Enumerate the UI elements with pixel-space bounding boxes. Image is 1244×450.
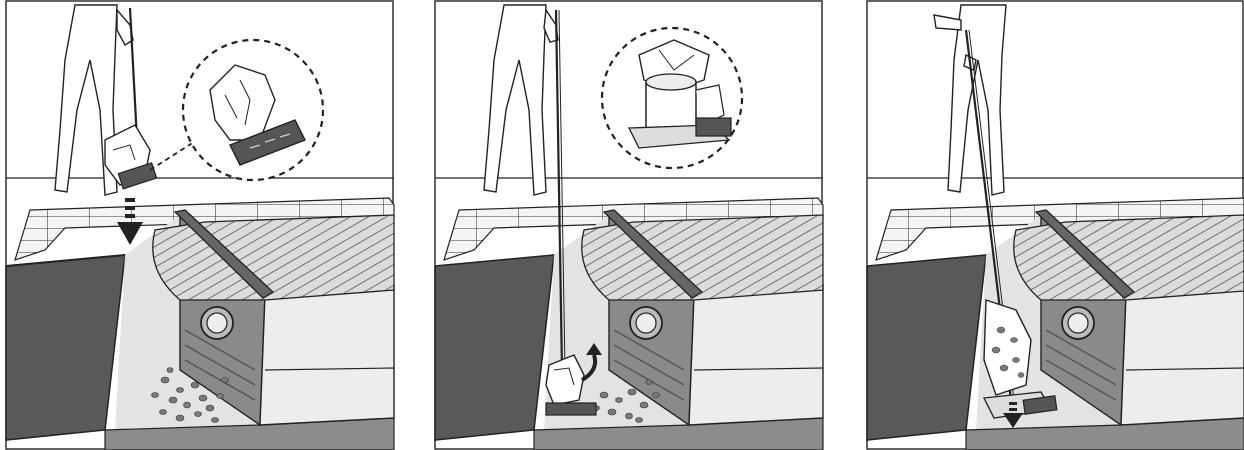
panel-1-drawing [5, 0, 395, 450]
cover-box-front [689, 285, 823, 425]
inset-detail-bag [602, 28, 742, 168]
cover-box-front [1121, 286, 1244, 425]
illustration-panel-1 [5, 0, 395, 450]
cover-box-front [260, 285, 394, 425]
pool-pole [130, 8, 137, 140]
person-figure [484, 5, 558, 195]
pool-wall-left [867, 255, 986, 440]
pool-cover-roll [153, 215, 394, 300]
pool-wall-left [6, 255, 125, 440]
panel-2-drawing [434, 0, 824, 450]
pool-wall-left [435, 255, 554, 440]
panel-3-drawing [866, 0, 1244, 450]
illustration-panel-3 [866, 0, 1244, 450]
inset-detail-robot [183, 40, 323, 180]
pool-cover-roll [582, 215, 823, 300]
illustration-panel-2 [434, 0, 824, 450]
person-figure [934, 5, 1006, 195]
